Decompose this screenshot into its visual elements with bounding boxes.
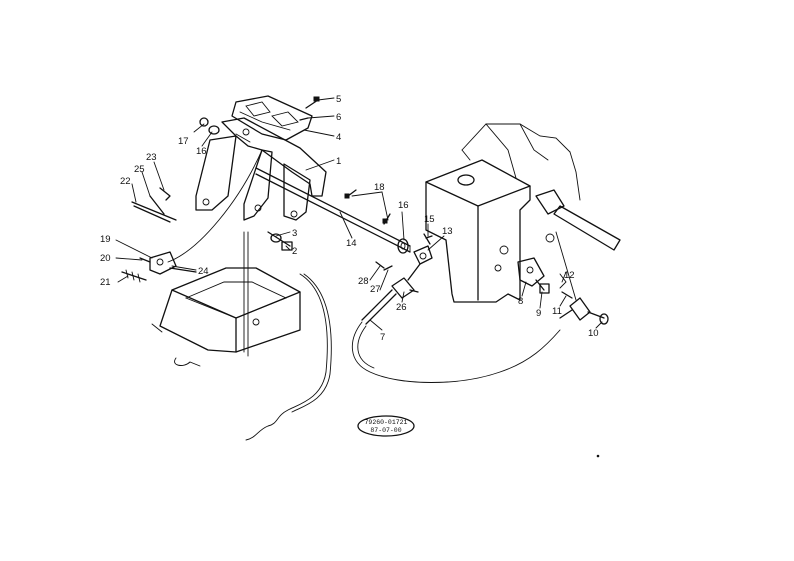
bolt-2 <box>267 231 293 251</box>
shaft-lever <box>407 245 433 281</box>
bolt-9 <box>535 279 550 294</box>
callout-9: 9 <box>536 308 541 319</box>
reference-stamp: 79260-01721 87-07-00 <box>357 415 415 437</box>
callout-25: 25 <box>134 164 145 175</box>
cross-shaft <box>255 167 411 253</box>
nut-11 <box>561 291 573 299</box>
callout-14: 14 <box>346 238 357 249</box>
callout-1: 1 <box>336 156 341 167</box>
callout-21: 21 <box>100 277 111 288</box>
callout-24: 24 <box>198 266 209 277</box>
control-box <box>151 231 301 367</box>
bracket-link-arc <box>167 149 263 263</box>
callout-16-top: 16 <box>196 146 207 157</box>
clevis-26 <box>391 277 419 299</box>
tractor-housing <box>425 123 581 303</box>
nut-6 <box>299 117 309 121</box>
shaft-end-washer <box>397 238 409 254</box>
callout-8: 8 <box>518 296 523 307</box>
callout-17: 17 <box>178 136 189 147</box>
callout-19: 19 <box>100 234 111 245</box>
callout-20: 20 <box>100 253 111 264</box>
callout-13: 13 <box>442 226 453 237</box>
leader-lines <box>115 97 603 331</box>
callout-4: 4 <box>336 132 341 143</box>
callout-11: 11 <box>552 306 562 317</box>
callout-27: 27 <box>370 284 381 295</box>
washer-3 <box>270 233 282 243</box>
right-lever <box>535 189 621 301</box>
clip-28 <box>375 261 385 269</box>
callout-16-shaft: 16 <box>398 200 409 211</box>
callout-12: 12 <box>564 270 575 281</box>
callout-18: 18 <box>374 182 385 193</box>
callouts: 1 2 3 4 5 6 7 8 9 10 11 12 13 14 15 16 1… <box>100 94 599 343</box>
callout-23: 23 <box>146 152 157 163</box>
callout-15: 15 <box>424 214 435 225</box>
shaft-end-clip <box>423 233 433 245</box>
cable-7 <box>351 289 561 383</box>
callout-6: 6 <box>336 112 341 123</box>
stamp-line-1: 79260-01721 <box>365 419 408 426</box>
bolt-5 <box>305 96 320 109</box>
callout-2: 2 <box>292 246 297 257</box>
left-linkage <box>121 187 197 283</box>
callout-3: 3 <box>292 228 297 239</box>
callout-5: 5 <box>336 94 341 105</box>
pin-27 <box>383 265 393 271</box>
main-bracket <box>195 117 327 221</box>
stray-mark <box>596 454 600 458</box>
stamp-line-2: 87-07-00 <box>370 427 401 434</box>
bracket-8 <box>517 257 545 287</box>
callout-22: 22 <box>120 176 131 187</box>
callout-26: 26 <box>396 302 407 313</box>
clevis-10 <box>559 297 609 325</box>
bolt-17 <box>199 117 209 127</box>
spring-12 <box>559 273 567 289</box>
callout-10: 10 <box>588 328 599 339</box>
washer-16-top <box>208 125 220 135</box>
callout-28: 28 <box>358 276 369 287</box>
callout-7: 7 <box>380 332 385 343</box>
shaft-pins <box>344 189 391 225</box>
long-cable-left <box>245 273 332 441</box>
